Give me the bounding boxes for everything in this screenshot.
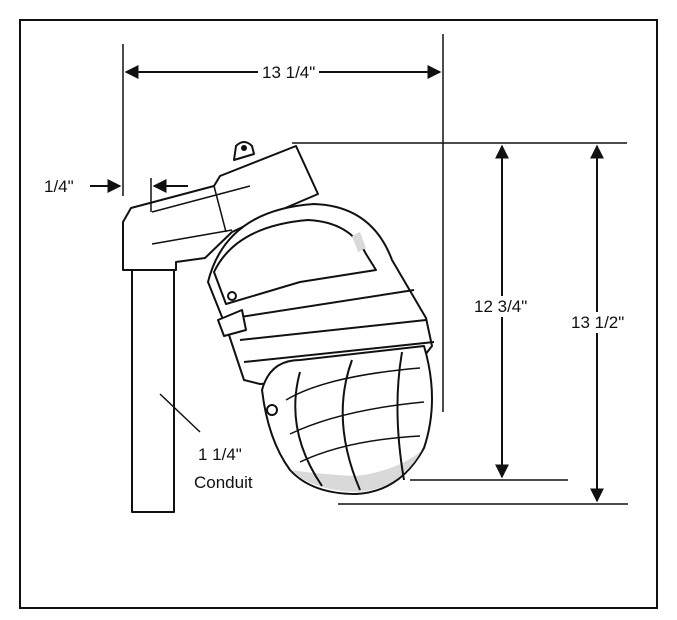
fixture-guard: [261, 345, 433, 495]
offset-dimension-label: 1/4": [44, 177, 74, 196]
conduit-label: Conduit: [194, 473, 253, 492]
overall-height-label: 13 1/2": [569, 312, 627, 333]
conduit-leader-line: [159, 393, 201, 433]
diagram-frame: [19, 19, 658, 609]
conduit-pipe: [131, 257, 175, 513]
conduit-size-label: 1 1/4": [198, 445, 242, 464]
inner-height-label: 12 3/4": [472, 296, 530, 317]
width-dimension-label: 13 1/4": [258, 64, 320, 81]
